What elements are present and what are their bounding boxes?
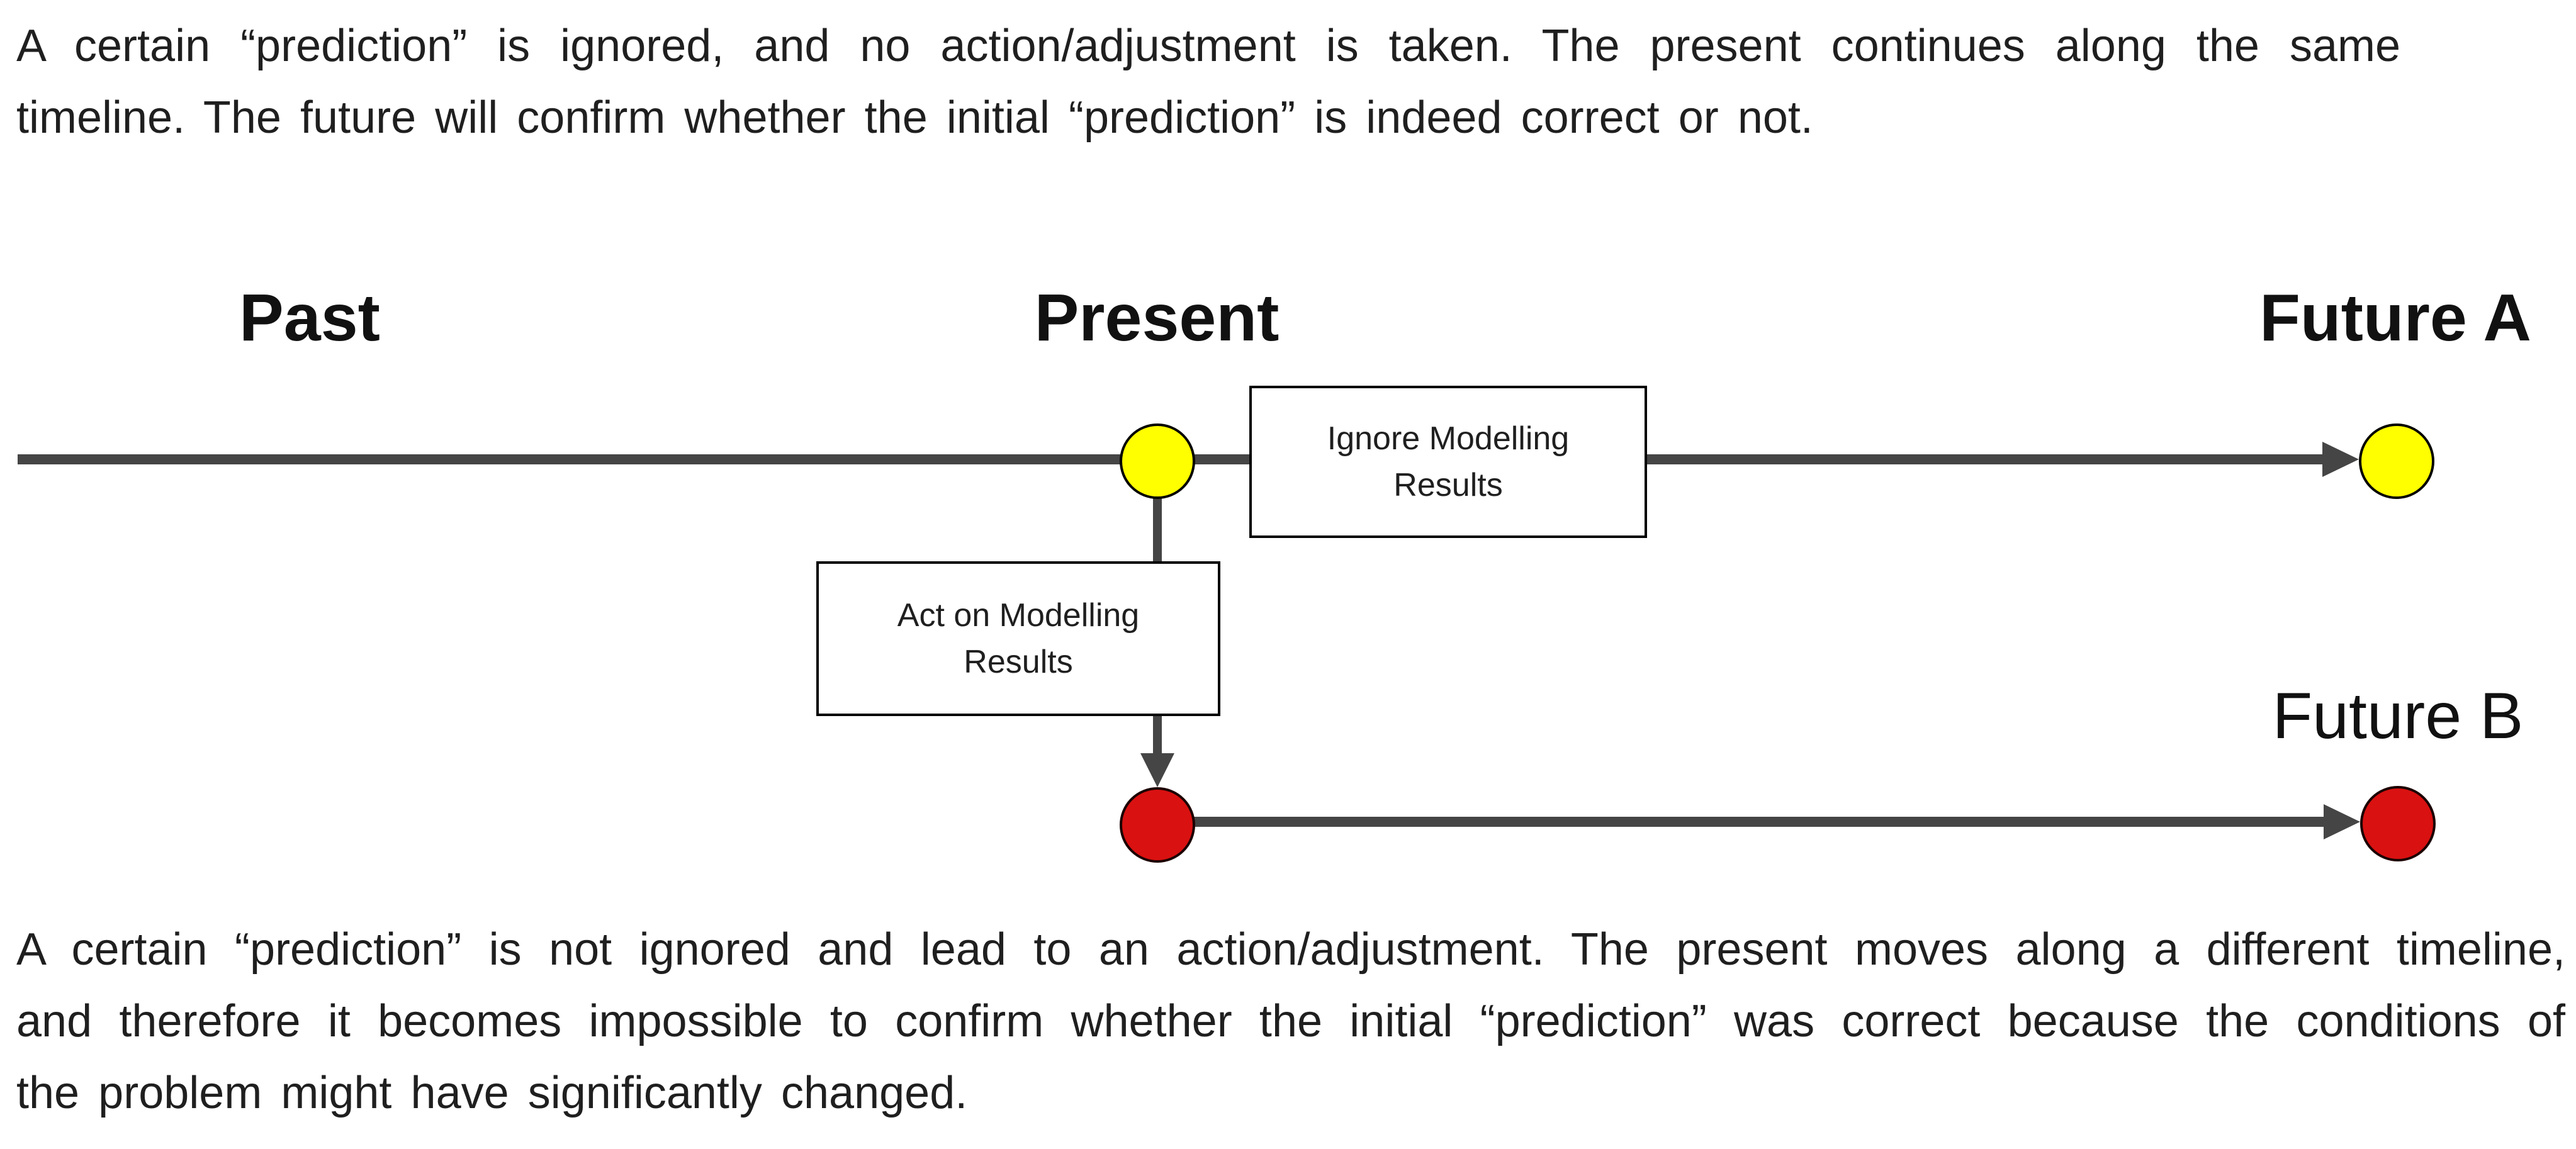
acted-present-marker-circle	[1120, 787, 1195, 863]
bottom-description: A certain “prediction” is not ignored an…	[16, 914, 2565, 1129]
bottom-description-line-1: A certain “prediction” is not ignored an…	[16, 924, 2565, 975]
present-marker-circle	[1120, 423, 1195, 499]
bottom-timeline-line	[1157, 817, 2324, 827]
top-description-line-2: timeline. The future will confirm whethe…	[16, 92, 1813, 143]
present-label: Present	[1034, 281, 1280, 355]
ignore-modelling-results-box: Ignore Modelling Results	[1249, 386, 1647, 538]
future-b-label: Future B	[2272, 680, 2524, 753]
future-a-arrowhead-icon	[2322, 442, 2359, 477]
bottom-description-line-3: the problem might have significantly cha…	[16, 1068, 968, 1118]
future-a-label: Future A	[2259, 281, 2531, 355]
branch-line-lower	[1153, 714, 1162, 754]
branch-line-upper	[1153, 496, 1162, 563]
act-on-modelling-results-box: Act on Modelling Results	[816, 561, 1220, 716]
ignore-box-line-2: Results	[1393, 467, 1503, 503]
ignore-box-line-1: Ignore Modelling	[1327, 420, 1570, 457]
down-arrowhead-icon	[1140, 753, 1174, 787]
act-box-line-1: Act on Modelling	[897, 597, 1140, 634]
top-description: A certain “prediction” is ignored, and n…	[16, 10, 2400, 154]
bottom-description-line-2: and therefore it becomes impossible to c…	[16, 996, 2565, 1046]
past-label: Past	[239, 281, 380, 355]
future-a-marker-circle	[2359, 423, 2434, 499]
future-b-arrowhead-icon	[2324, 804, 2360, 839]
act-box-line-2: Results	[964, 644, 1073, 680]
top-description-line-1: A certain “prediction” is ignored, and n…	[16, 21, 2400, 71]
future-b-marker-circle	[2360, 786, 2436, 861]
